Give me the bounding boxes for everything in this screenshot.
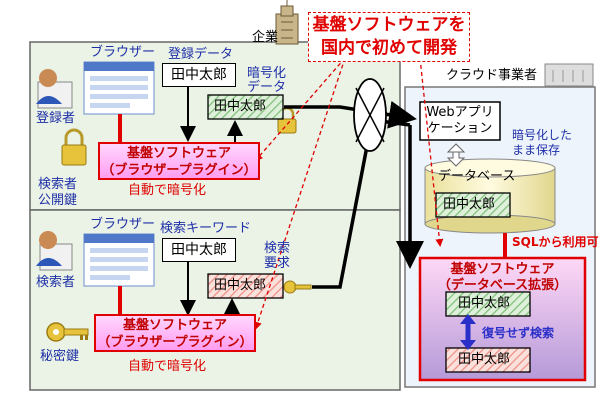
top-encrypted-label-1: 暗号化 <box>247 66 287 81</box>
top-encrypted-name: 田中太郎 <box>214 99 267 114</box>
cloud-building-icon <box>544 63 594 87</box>
stored-label-1: 暗号化した <box>512 128 573 142</box>
db-encrypted-box <box>435 192 511 218</box>
top-encrypted-data-box <box>207 94 284 120</box>
bottom-browser-label: ブラウザー <box>90 217 156 232</box>
request-label-2: 要求 <box>264 256 291 271</box>
keyword-label: 検索キーワード <box>160 221 252 236</box>
cloud-sw-title: 基盤ソフトウェア （データベース拡張） <box>420 262 585 294</box>
public-key-lock-icon <box>61 128 87 166</box>
callout-line-cloud <box>419 57 444 247</box>
callout-line-1: 基盤ソフトウェアを <box>312 15 466 35</box>
callout-box: 基盤ソフトウェアを 国内で初めて開発 <box>308 12 470 62</box>
webapp-db-double-arrow <box>446 143 466 167</box>
db-name: 田中太郎 <box>443 197 496 212</box>
callout-line-2: 国内で初めて開発 <box>321 38 457 58</box>
cloud-encrypted-box-2 <box>445 347 531 373</box>
key-label-2: 公開鍵 <box>38 193 78 208</box>
network-blocked-icon <box>353 78 387 152</box>
registrant-label: 登録者 <box>36 111 76 126</box>
bottom-sw-line-2: （ブラウザープラグイン） <box>97 335 253 350</box>
top-name-box: 田中太郎 <box>162 63 236 87</box>
callout-line-bottom <box>254 57 346 330</box>
cloud-enc-name-2: 田中太郎 <box>458 352 511 367</box>
searcher-label: 検索者 <box>36 275 76 290</box>
bottom-sw-line-1: 基盤ソフトウェア <box>122 318 227 333</box>
search-request-arrow <box>312 118 411 289</box>
building-icon <box>275 0 299 45</box>
bottom-name-box: 田中太郎 <box>162 238 236 262</box>
request-label-1: 検索 <box>264 241 291 256</box>
bottom-browser-window-icon <box>83 233 155 287</box>
secret-key-icon <box>46 322 89 342</box>
top-data-label: 登録データ <box>168 47 234 62</box>
cloud-enc-name-1: 田中太郎 <box>458 296 511 311</box>
top-browser-window-icon <box>83 61 155 115</box>
cloud-sw-line-1: 基盤ソフトウェア <box>450 262 555 277</box>
registrant-person-icon <box>36 69 73 109</box>
company-label: 企業 <box>252 30 279 45</box>
sql-label: SQLから利用可 <box>512 235 599 249</box>
webapp-box <box>419 101 501 141</box>
bottom-encrypted-name: 田中太郎 <box>214 278 267 293</box>
search-double-arrow <box>460 314 476 350</box>
bottom-auto-label: 自動で暗号化 <box>128 359 207 374</box>
cloud-encrypted-box-1 <box>445 291 531 317</box>
db-label: データベース <box>438 169 516 184</box>
top-sw-box: 基盤ソフトウェア （ブラウザープラグイン） <box>98 142 260 180</box>
webapp-text: Webアプリ ケーション <box>420 105 500 137</box>
cloud-label: クラウド事業者 <box>446 68 538 83</box>
stored-label-2: まま保存 <box>512 143 561 157</box>
top-browser-label: ブラウザー <box>90 45 156 60</box>
webapp-line-2: ケーション <box>427 121 493 136</box>
top-sw-line-2: （ブラウザープラグイン） <box>101 163 257 178</box>
top-auto-label: 自動で暗号化 <box>128 183 207 198</box>
search-label: 復号せず検索 <box>482 326 555 340</box>
request-key-icon <box>283 280 312 294</box>
bottom-sw-box: 基盤ソフトウェア （ブラウザープラグイン） <box>94 314 256 352</box>
callout-line-top <box>254 57 346 162</box>
secret-key-label: 秘密鍵 <box>40 349 80 364</box>
searcher-person-icon <box>36 231 73 271</box>
cloud-sw-line-2: （データベース拡張） <box>437 278 568 293</box>
key-label-1: 検索者 <box>38 177 78 192</box>
webapp-line-1: Webアプリ <box>426 105 494 120</box>
top-encrypted-label-2: データ <box>247 80 287 95</box>
top-sw-line-1: 基盤ソフトウェア <box>126 146 231 161</box>
